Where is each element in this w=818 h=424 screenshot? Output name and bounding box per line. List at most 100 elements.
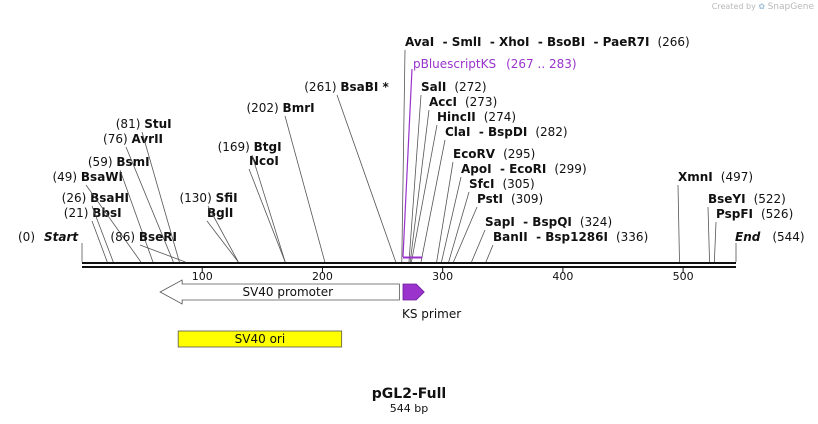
site-enzyme: BmrI <box>283 101 315 115</box>
primer-site-pbluescriptks[interactable]: pBluescriptKS(267 .. 283) <box>402 57 577 259</box>
feature-label: SV40 promoter <box>242 285 333 299</box>
site-position: (86) <box>110 230 138 244</box>
end-position: (0) <box>18 230 35 244</box>
site-enzyme: AvaI - SmlI - XhoI - BsoBI - PaeR7I <box>405 35 649 49</box>
credit-brand: SnapGene <box>767 2 814 12</box>
site-sapi-bspqi[interactable]: SapI - BspQI(324) <box>471 215 613 263</box>
site-position: (309) <box>511 192 543 206</box>
site-position: (282) <box>535 125 567 139</box>
site-leader-line <box>707 206 710 263</box>
site-label: SalI(272) <box>421 80 487 94</box>
site-position: (274) <box>484 110 516 124</box>
site-leader-line <box>411 124 438 263</box>
site-avrii[interactable]: (76) AvrII <box>103 132 174 263</box>
feature-ks-primer[interactable]: KS primer <box>402 283 461 321</box>
site-leader-line <box>207 205 239 263</box>
site-btgi[interactable]: (169) BtgI <box>218 140 286 263</box>
site-enzyme: XmnI <box>678 170 713 184</box>
site-enzyme: BsmI <box>116 155 149 169</box>
site-leader-line <box>453 206 478 263</box>
feature-sv40-promoter[interactable]: SV40 promoter <box>159 279 400 305</box>
primer-site-name: pBluescriptKS <box>413 57 496 71</box>
site-bsawi[interactable]: (49) BsaWI <box>52 170 142 263</box>
feature-sv40-ori[interactable]: SV40 ori <box>177 330 343 348</box>
site-acci[interactable]: AccI(273) <box>409 95 497 263</box>
site-enzyme: BseRI <box>139 230 177 244</box>
site-position: (336) <box>616 230 648 244</box>
site-bseyi[interactable]: BseYI(522) <box>707 192 786 263</box>
site-leader-line <box>139 244 186 263</box>
site-enzyme: BbsI <box>92 206 121 220</box>
site-position: (266) <box>657 35 689 49</box>
site-leader-line <box>448 191 470 263</box>
site-leader-line <box>485 244 494 263</box>
snapgene-logo-icon: ✿ <box>758 2 766 11</box>
site-enzyme: BsaBI * <box>340 80 389 94</box>
site-leader-line <box>713 221 717 263</box>
end-label: End(544) <box>735 230 805 244</box>
site-bbsi[interactable]: (21) BbsI <box>64 206 122 263</box>
site-label: BanII - Bsp1286I(336) <box>493 230 648 244</box>
site-label: SfcI(305) <box>469 177 535 191</box>
site-leader-line <box>141 131 180 263</box>
feature-arrow-forward <box>402 283 425 301</box>
site-position: (305) <box>502 177 534 191</box>
site-ecorv[interactable]: EcoRV(295) <box>436 147 536 263</box>
ruler-tick-label: 200 <box>312 270 333 283</box>
site-enzyme: PstI <box>477 192 503 206</box>
site-position: (76) <box>103 132 131 146</box>
site-label: EcoRV(295) <box>453 147 535 161</box>
site-position: (49) <box>52 170 80 184</box>
site-enzyme: AccI <box>429 95 457 109</box>
site-clai-bspdi[interactable]: ClaI - BspDI(282) <box>420 125 568 263</box>
site-label: (59) BsmI <box>88 155 150 169</box>
feature-label: SV40 ori <box>235 332 286 346</box>
site-bsmi[interactable]: (59) BsmI <box>88 155 154 263</box>
site-position: (26) <box>62 191 90 205</box>
site-bmri[interactable]: (202) BmrI <box>246 101 326 263</box>
site-leader-line <box>677 184 680 263</box>
sequence-end: End(544) <box>735 230 805 262</box>
site-position: (522) <box>754 192 786 206</box>
site-bseri[interactable]: (86) BseRI <box>110 230 186 263</box>
site-position: (169) <box>218 140 254 154</box>
site-leader-line <box>284 115 326 263</box>
site-enzyme: SalI <box>421 80 446 94</box>
ruler-tick-label: 400 <box>552 270 573 283</box>
primer-site-leader <box>402 68 413 258</box>
feature-label: KS primer <box>402 307 461 321</box>
site-leader-line <box>436 161 454 263</box>
site-bsahi[interactable]: (26) BsaHI <box>62 191 129 263</box>
site-xmni[interactable]: XmnI (497) <box>677 170 753 263</box>
site-leader-line <box>408 94 422 263</box>
ruler-tick-label: 100 <box>192 270 213 283</box>
site-label: (86) BseRI <box>110 230 177 244</box>
site-leader-line <box>420 139 446 263</box>
site-apoi-ecori[interactable]: ApoI - EcoRI(299) <box>441 162 587 263</box>
site-position: (130) <box>179 191 215 205</box>
site-pspfi[interactable]: PspFI(526) <box>713 207 793 263</box>
site-banii-bsp1286i[interactable]: BanII - Bsp1286I(336) <box>485 230 648 263</box>
site-position: (497) <box>721 170 753 184</box>
site-leader-line <box>125 146 174 263</box>
sequence-start: (0) Start <box>18 230 83 262</box>
site-psti[interactable]: PstI (309) <box>453 192 543 263</box>
site-avai-smli-xhoi-bsobi-paer7i[interactable]: AvaI - SmlI - XhoI - BsoBI - PaeR7I (266) <box>401 35 690 263</box>
site-enzyme: HincII <box>437 110 476 124</box>
site-leader-line <box>91 205 114 263</box>
feature-box <box>177 330 343 348</box>
site-stui[interactable]: (81) StuI <box>116 117 180 263</box>
site-label: BseYI(522) <box>708 192 786 206</box>
site-label: AccI(273) <box>429 95 497 109</box>
site-ncoi[interactable]: NcoI <box>248 154 286 263</box>
site-sfci[interactable]: SfcI(305) <box>448 177 535 263</box>
site-sali[interactable]: SalI(272) <box>408 80 487 263</box>
end-name: Start <box>44 230 79 244</box>
site-enzyme: BsaHI <box>90 191 129 205</box>
site-position: (526) <box>761 207 793 221</box>
site-bsabi[interactable]: (261) BsaBI * <box>304 80 397 263</box>
site-hincii[interactable]: HincII (274) <box>411 110 516 263</box>
site-sfii[interactable]: (130) SfiI <box>179 191 239 263</box>
site-label: (21) BbsI <box>64 206 122 220</box>
site-label: SapI - BspQI(324) <box>485 215 612 229</box>
